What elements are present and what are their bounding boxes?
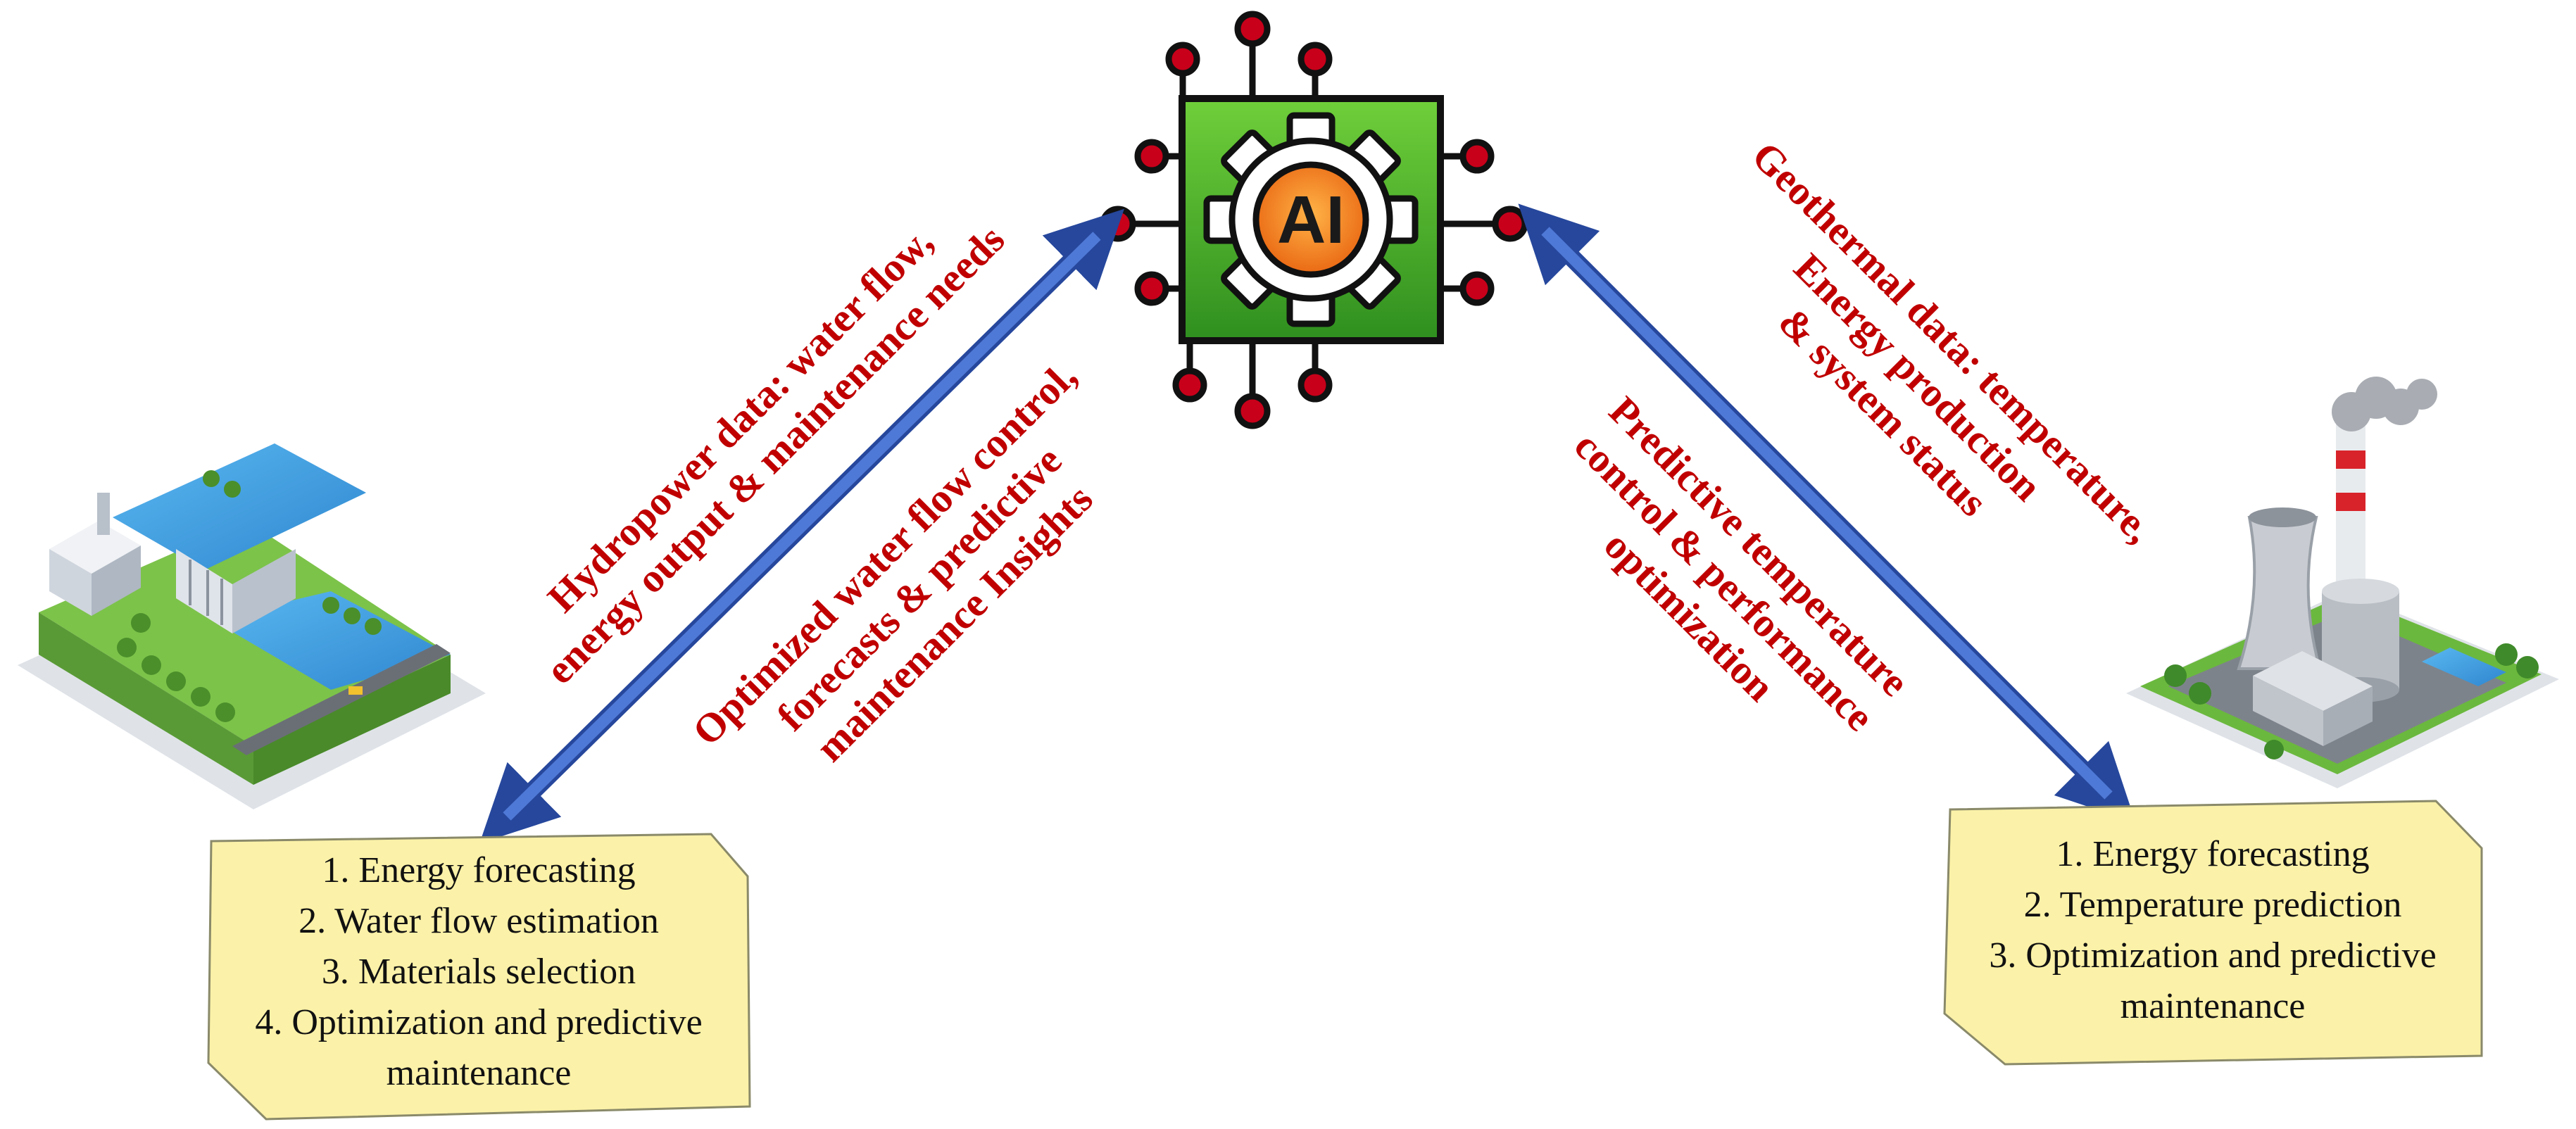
hydro-app-4: 4. Optimization and predictive	[255, 1002, 702, 1042]
hydropower-arrow	[479, 208, 1124, 844]
hydro-output-line-3: maintenance Insights	[807, 476, 1102, 771]
geothermal-arrow	[1518, 203, 2136, 823]
geothermal-plant-icon	[2126, 377, 2559, 788]
geothermal-applications-box: 1. Energy forecasting 2. Temperature pre…	[1943, 800, 2483, 1066]
hydro-app-3: 3. Materials selection	[322, 952, 636, 992]
hydropower-applications-box: 1. Energy forecasting 2. Water flow esti…	[207, 833, 751, 1121]
hydro-output-line-2: forecasts & predictive	[768, 437, 1070, 739]
geo-app-2: 2. Temperature prediction	[2024, 885, 2402, 925]
ai-chip-gear-icon: AI	[1100, 11, 1528, 429]
geo-app-1: 1. Energy forecasting	[2056, 834, 2369, 874]
geothermal-output-label: Predictive temperature control & perform…	[1566, 388, 1918, 740]
hydropower-dam-icon	[18, 443, 486, 809]
geo-app-4: maintenance	[2121, 986, 2306, 1026]
geo-app-3: 3. Optimization and predictive	[1989, 935, 2436, 976]
ai-chip-label: AI	[1277, 182, 1345, 258]
gear: AI	[1203, 112, 1419, 327]
hydro-app-5: maintenance	[387, 1053, 572, 1093]
hydro-app-1: 1. Energy forecasting	[322, 850, 635, 890]
geo-output-line-2: control & performance	[1566, 422, 1883, 740]
hydro-app-2: 2. Water flow estimation	[299, 901, 659, 941]
